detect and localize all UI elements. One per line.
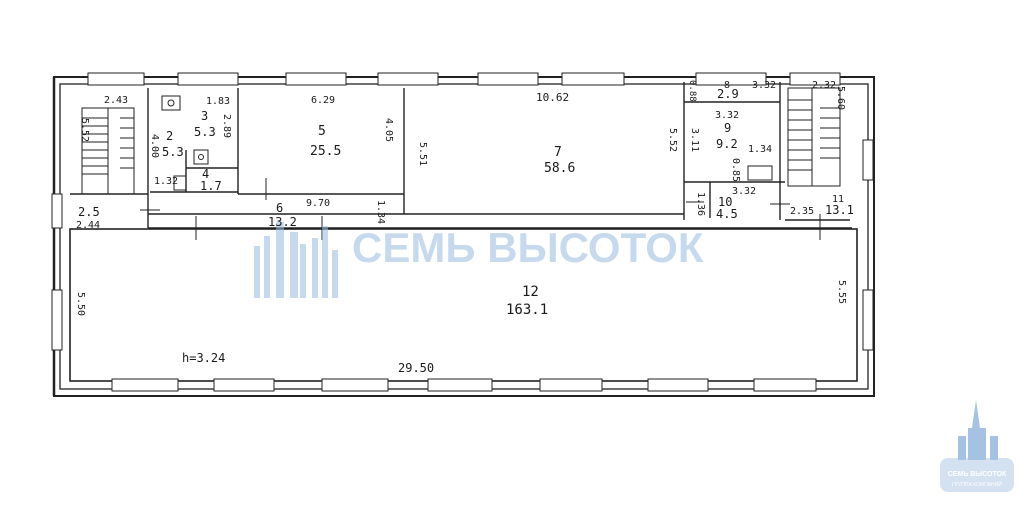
dim-label: 5.52: [79, 118, 90, 142]
company-logo: СЕМЬ ВЫСОТОК ГРУППА КОМПАНИЙ: [940, 400, 1014, 492]
logo-line-2: ГРУППА КОМПАНИЙ: [952, 480, 1002, 488]
stairs-right: [787, 87, 841, 187]
room-3-area: 5.3: [194, 125, 216, 139]
room-3-number: 3: [201, 109, 208, 123]
room-7-area: 58.6: [544, 161, 575, 176]
dim-label: 0.88: [687, 80, 697, 102]
dim-label: 1.83: [206, 96, 230, 107]
room-6-number: 6: [276, 201, 283, 215]
dim-label: 3.11: [689, 128, 700, 152]
dim-label: 1.36: [695, 192, 706, 216]
dim-label: 2.44: [76, 220, 100, 231]
windows-top: [87, 72, 841, 86]
dim-label: 2.35: [790, 206, 814, 217]
room-11-area: 13.1: [825, 203, 854, 217]
watermark-text: СЕМЬ ВЫСОТОК: [352, 224, 704, 271]
room-4-area: 1.7: [200, 179, 222, 193]
room-4-number: 4: [202, 167, 209, 181]
dim-label: 2.32: [812, 80, 836, 91]
watermark: СЕМЬ ВЫСОТОК: [254, 222, 704, 298]
logo-line-1: СЕМЬ ВЫСОТОК: [948, 471, 1007, 478]
room-12-number: 12: [522, 284, 539, 300]
dim-label: 6.29: [311, 95, 335, 106]
dim-label: 9.70: [306, 198, 330, 209]
room-7-number: 7: [554, 145, 562, 160]
dim-label: 0.85: [730, 158, 741, 182]
windows-bottom: [111, 378, 817, 392]
dim-label: 3.32: [732, 186, 756, 197]
dim-label: 2.5: [78, 205, 100, 219]
dim-label: 4.05: [383, 118, 394, 142]
room-12-area: 163.1: [506, 302, 548, 318]
room-5-number: 5: [318, 124, 326, 139]
dim-label: 5.52: [667, 128, 678, 152]
windows-side: [51, 139, 874, 351]
room-8-area: 2.9: [717, 87, 739, 101]
stairs-left: [81, 107, 135, 195]
room-2-number: 2: [166, 129, 173, 143]
dim-label: 3.32: [715, 110, 739, 121]
dim-label: 3.32: [752, 80, 776, 91]
room-6-area: 13.2: [268, 215, 297, 229]
room-10-number: 10: [718, 195, 732, 209]
dim-label: 5.60: [835, 86, 846, 110]
room-8-number: 8: [724, 80, 730, 91]
dimension-labels: 5.52 2.43 1.83 2.89 4.00 1.32 6.29 4.05 …: [75, 80, 847, 375]
dim-label: 10.62: [536, 91, 569, 104]
room-9-area: 9.2: [716, 137, 738, 151]
room-9-number: 9: [724, 121, 731, 135]
room-labels: 2 5.3 3 5.3 4 1.7 5 25.5 6 13.2 7 58.6 8…: [162, 80, 854, 318]
dim-label: 2.89: [221, 114, 232, 138]
dim-label: 1.34: [375, 200, 386, 224]
dim-label: 1.34: [748, 144, 772, 155]
ceiling-height-label: h=3.24: [182, 351, 225, 365]
dim-label: 2.43: [104, 95, 128, 106]
dim-label: 1.32: [154, 176, 178, 187]
room-11-number: 11: [832, 194, 844, 205]
watermark-building-icon: [254, 222, 338, 298]
dim-label: 5.55: [836, 280, 847, 304]
room-10-area: 4.5: [716, 207, 738, 221]
dim-label: 4.00: [149, 134, 160, 158]
fixtures: [161, 95, 773, 191]
room-2-area: 5.3: [162, 145, 184, 159]
dim-label: 5.51: [417, 142, 428, 166]
dim-label: 29.50: [398, 361, 434, 375]
dim-label: 5.50: [75, 292, 86, 316]
room-5-area: 25.5: [310, 144, 341, 159]
